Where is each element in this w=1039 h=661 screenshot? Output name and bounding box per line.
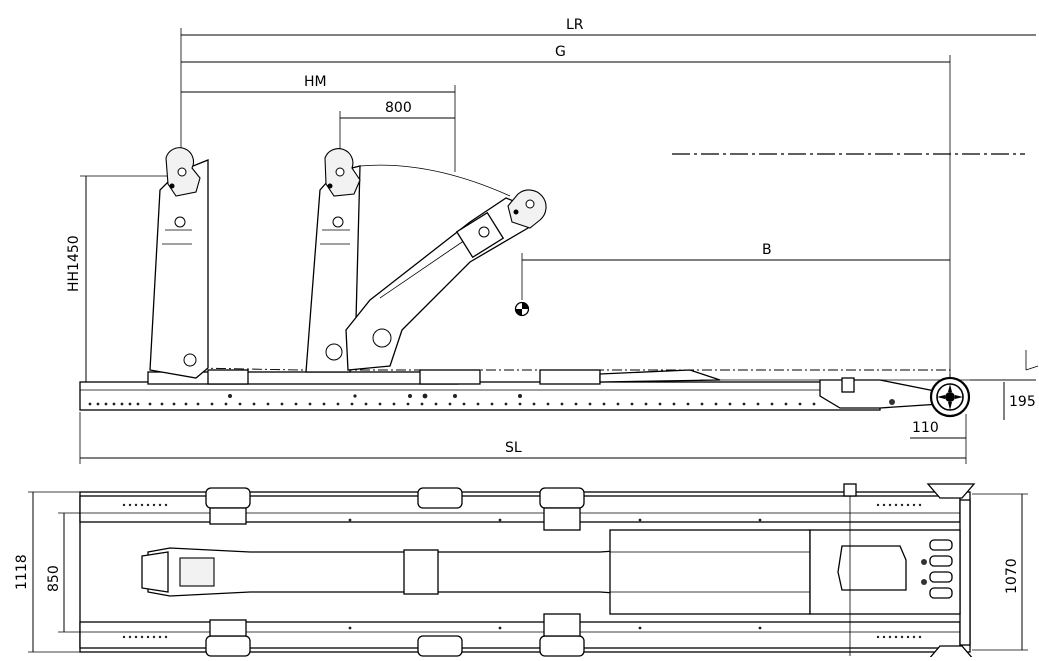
dim-sl: SL <box>79 412 967 464</box>
dim-hh-label: HH1450 <box>66 235 82 292</box>
top-roller-blocks <box>205 487 585 657</box>
dim-lr-label: LR <box>566 17 584 33</box>
dim-lr: LR <box>180 17 1036 150</box>
dim-1118: 1118 <box>14 491 80 653</box>
swing-arc <box>359 164 511 197</box>
hook-arm-extended <box>345 189 547 371</box>
dim-b: B <box>521 242 950 300</box>
dim-1118-label: 1118 <box>14 554 30 590</box>
dim-195: 195 <box>970 350 1039 420</box>
frame-rail <box>79 369 1036 411</box>
dim-850-label: 850 <box>46 565 62 592</box>
dim-b-label: B <box>762 242 772 258</box>
dim-hm-label: HM <box>304 74 327 90</box>
dim-g-label: G <box>555 44 566 60</box>
dim-195-label: 195 <box>1009 394 1036 410</box>
top-view: 1118 850 1070 <box>14 483 1028 661</box>
hook-arm-middle <box>305 148 361 373</box>
dim-110: 110 <box>910 414 967 444</box>
dim-sl-label: SL <box>505 440 522 456</box>
center-of-gravity-icon <box>514 301 530 317</box>
top-rail-holes <box>122 503 922 639</box>
dim-g: G <box>181 44 951 400</box>
dim-110-label: 110 <box>912 420 939 436</box>
hook-arm-rear <box>149 147 209 379</box>
dim-1070: 1070 <box>972 493 1028 651</box>
side-view: LR G HM 800 HH1450 B <box>66 17 1039 464</box>
rear-roller-icon <box>929 376 971 418</box>
top-central-beam <box>141 529 811 615</box>
dim-800: 800 <box>339 100 455 150</box>
dim-hm: HM <box>181 74 456 172</box>
dim-1070-label: 1070 <box>1004 558 1020 594</box>
dim-800-label: 800 <box>385 100 412 116</box>
dim-hh: HH1450 <box>66 175 180 382</box>
top-rear-tipping-frame <box>809 483 976 661</box>
rail-holes <box>88 393 816 406</box>
